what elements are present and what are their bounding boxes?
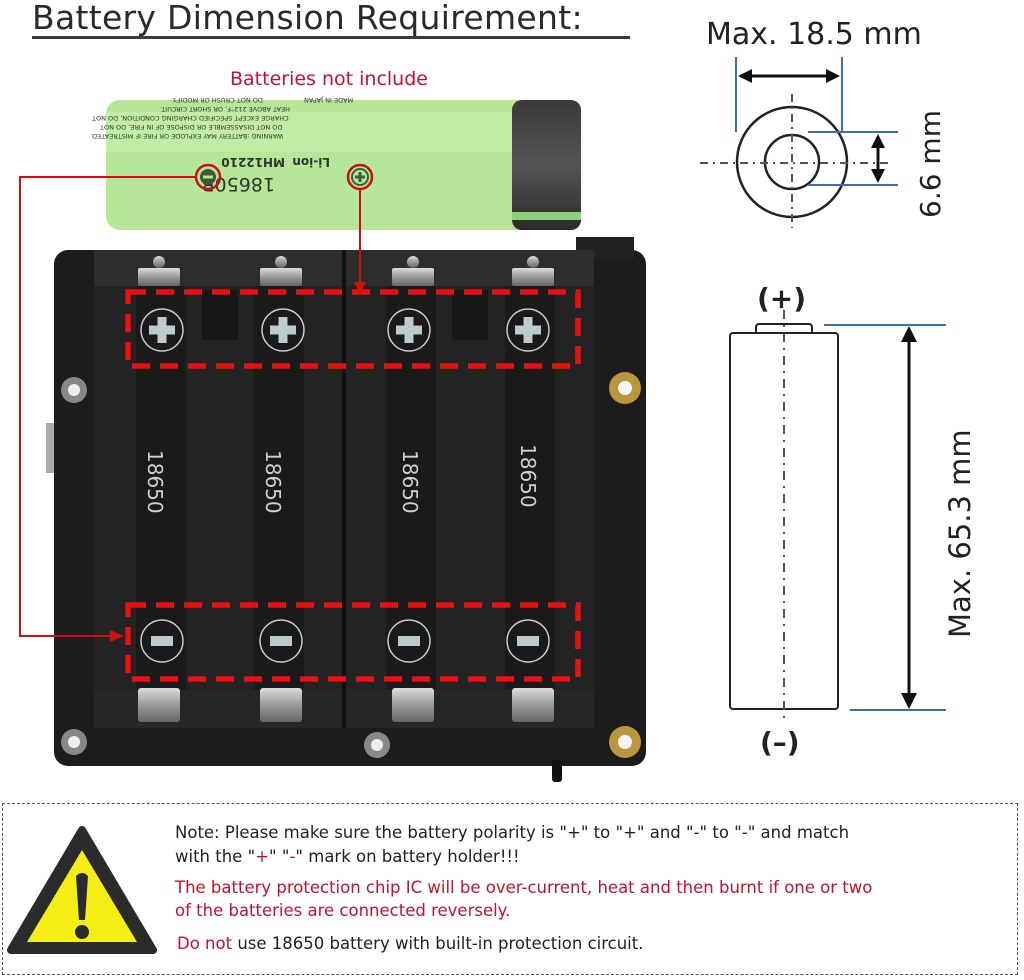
battery-origin: MADE IN JAPAN <box>304 96 353 104</box>
polarity-note-box: Note: Please make sure the battery polar… <box>2 803 1018 975</box>
battery-wrap-end <box>512 100 581 230</box>
length-label: Max. 65.3 mm <box>943 429 977 638</box>
holder-positive-marks <box>140 308 550 352</box>
negative-connector-line <box>19 176 196 637</box>
battery-warning-line: HEAT ABOVE 212°F, OR SHORT CIRCUIT. <box>160 105 290 113</box>
slot-label: 18650 <box>143 450 167 514</box>
battery-photo: WARNING :BATTERY MAY EXPLODE OR FIRE IF … <box>90 96 581 230</box>
top-spring-clips <box>138 256 554 286</box>
mounting-holes <box>61 372 641 758</box>
power-switch <box>552 760 562 782</box>
positive-label: (+) <box>757 282 806 315</box>
warning-line-1: The battery protection chip IC will be o… <box>175 878 873 897</box>
batteries-not-included-label: Batteries not include <box>230 68 428 90</box>
arrow-down-icon <box>354 282 366 294</box>
donot-emphasis: Do not <box>177 934 233 953</box>
battery-part-number: MH12210 <box>221 155 285 169</box>
negative-terminals-highlight <box>125 602 581 682</box>
page-title: Battery Dimension Requirement: <box>32 0 583 37</box>
diameter-diagram: Max. 18.5 mm 6.6 mm <box>700 17 947 228</box>
warning-line-2: of the batteries are connected reversely… <box>175 901 511 920</box>
battery-warning-line: DO NOT DISASSEMBLE OR DISPOSE OF IN FIRE… <box>100 123 282 131</box>
terminal-label: 6.6 mm <box>914 110 947 218</box>
note-line-2: with the "+" "-" mark on battery holder!… <box>175 847 520 866</box>
battery-chemistry: Li-ion <box>292 155 330 169</box>
positive-terminals-highlight <box>125 289 581 369</box>
holder-negative-marks <box>140 619 550 663</box>
note-line-1: Note: Please make sure the battery polar… <box>175 823 850 842</box>
battery-warning-line: DO NOT CRUSH OR MODIFY. <box>172 96 263 104</box>
battery-warning-line: WARNING :BATTERY MAY EXPLODE OR FIRE IF … <box>90 132 283 140</box>
battery-holder-illustration: WARNING :BATTERY MAY EXPLODE OR FIRE IF … <box>19 96 646 782</box>
arrow-right-icon <box>110 630 124 642</box>
battery-holder-board: 18650 18650 18650 18650 <box>46 237 646 782</box>
length-diagram: (+) Max. 65.3 mm (–) <box>729 282 977 759</box>
donot-text: use 18650 battery with built-in protecti… <box>232 934 644 953</box>
battery-warning-line: CHARGE EXCEPT SPECIFIED CHARGING CONDITI… <box>92 114 289 122</box>
note-text: " " <box>269 847 290 866</box>
note-text: " mark on battery holder!!! <box>295 847 520 866</box>
bottom-spring-clips <box>138 688 554 722</box>
note-text: with the " <box>175 847 256 866</box>
plus-icon <box>351 168 369 186</box>
slot-label: 18650 <box>398 450 422 514</box>
slot-label: 18650 <box>516 444 540 508</box>
negative-label: (–) <box>760 726 800 759</box>
slot-label: 18650 <box>261 450 285 514</box>
usb-port <box>46 423 54 473</box>
diameter-label: Max. 18.5 mm <box>706 17 922 52</box>
donot-line: Do not use 18650 battery with built-in p… <box>177 934 643 953</box>
title-underline <box>32 36 630 39</box>
plus-mark: + <box>255 847 269 866</box>
warning-triangle-icon <box>7 826 157 954</box>
minus-mark: - <box>289 847 296 866</box>
